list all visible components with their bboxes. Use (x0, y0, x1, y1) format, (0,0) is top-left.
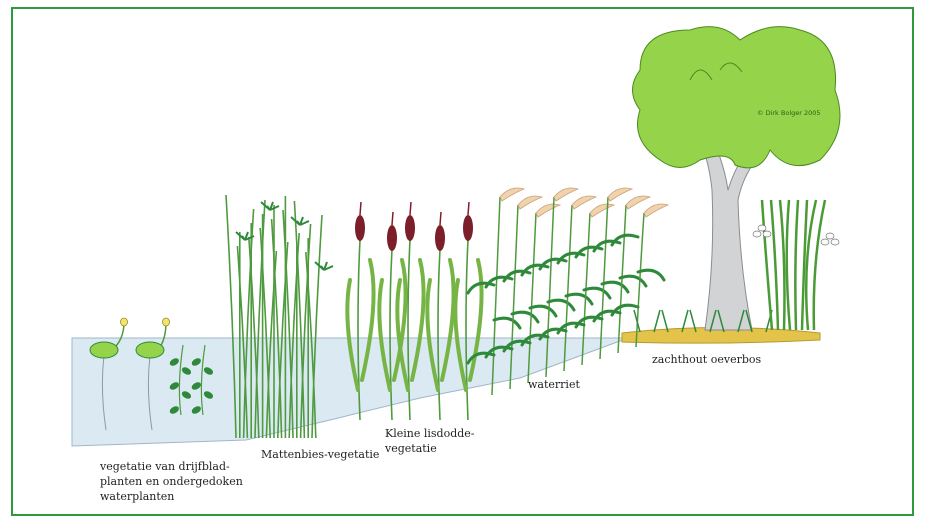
reed-leaf (486, 277, 512, 287)
reed-leaf (540, 259, 566, 269)
cattail-stem (358, 240, 360, 420)
label-lisdodde-line2: vegetatie (384, 442, 437, 455)
reed-plume (626, 196, 650, 209)
label-mattenbies: Mattenbies-vegetatie (261, 448, 379, 461)
iris-leaf (780, 200, 785, 330)
cattail-head (405, 215, 415, 241)
cattail-stem (408, 240, 410, 420)
reed-plume (608, 188, 632, 201)
iris-leaf (795, 200, 798, 330)
label-oeverbos-line1: zachthout oeverbos (652, 353, 762, 366)
cattail-spike (410, 202, 411, 215)
reed-leaf (512, 312, 538, 322)
lily-pad (136, 342, 164, 358)
reed-leaf (558, 253, 584, 263)
cattail-head (435, 225, 445, 251)
reed-leaf (494, 318, 520, 328)
label-drijfblad: vegetatie van drijfblad- planten en onde… (99, 460, 243, 503)
reed-leaf (576, 317, 602, 327)
label-drijfblad-line1: vegetatie van drijfblad- (99, 460, 230, 473)
copyright-text: © Dirk Bolger 2005 (757, 109, 821, 117)
reed-plume (590, 204, 614, 217)
reed-leaf (638, 270, 664, 280)
cattail-head (387, 225, 397, 251)
reed-leaf (576, 247, 602, 257)
cattail-stem (466, 240, 468, 420)
reed-leaf (548, 300, 574, 310)
reed-leaf (594, 311, 620, 321)
label-lisdodde: Kleine lisdodde- vegetatie (384, 427, 475, 455)
reed-leaf (584, 288, 610, 298)
willow-tree (633, 27, 841, 332)
cattail-spike (392, 212, 393, 225)
reed-plume (554, 188, 578, 201)
label-drijfblad-line2: planten en ondergedoken (100, 475, 243, 488)
reed-plume (644, 204, 668, 217)
cattail-spike (360, 202, 361, 215)
reed-leaf (612, 235, 638, 245)
iris-flower-petal (763, 231, 771, 237)
label-waterriet: waterriet (528, 378, 580, 391)
iris-flower-petal (826, 233, 834, 239)
iris-leaf (787, 200, 790, 330)
cattail-head (463, 215, 473, 241)
reed-leaf (594, 241, 620, 251)
reed-leaf (522, 265, 548, 275)
iris-leaf (814, 200, 825, 330)
reed-leaf (566, 294, 592, 304)
label-oeverbos: zachthout oeverbos (652, 353, 762, 366)
iris-flower-petal (753, 231, 761, 237)
iris-flower-petal (821, 239, 829, 245)
reed-leaf (530, 306, 556, 316)
reed-stem (600, 197, 608, 359)
cattail-spike (440, 212, 441, 225)
bank-grass (654, 310, 660, 332)
bank-grass (662, 310, 668, 332)
label-waterriet-line1: waterriet (528, 378, 580, 391)
reed-plume (536, 204, 560, 217)
iris-flower-petal (831, 239, 839, 245)
reed-plume (518, 196, 542, 209)
label-mattenbies-line1: Mattenbies-vegetatie (261, 448, 379, 461)
reed-leaf (504, 271, 530, 281)
label-drijfblad-line3: waterplanten (100, 490, 174, 503)
cattail-stem (390, 250, 392, 420)
reed-plume (572, 196, 596, 209)
cattail-spike (468, 202, 469, 215)
label-lisdodde-line1: Kleine lisdodde- (385, 427, 475, 440)
cattail-head (355, 215, 365, 241)
iris-plants (753, 200, 839, 330)
lily-flower (121, 318, 128, 326)
reed-leaf (602, 282, 628, 292)
reed-leaf (620, 276, 646, 286)
reed-plume (500, 188, 524, 201)
iris-leaf (762, 200, 772, 330)
cattail-stem (438, 250, 440, 420)
lily-pad (90, 342, 118, 358)
iris-flower-petal (758, 225, 766, 231)
reed-leaf (558, 323, 584, 333)
lily-flower (163, 318, 170, 326)
tree-canopy (633, 27, 841, 168)
